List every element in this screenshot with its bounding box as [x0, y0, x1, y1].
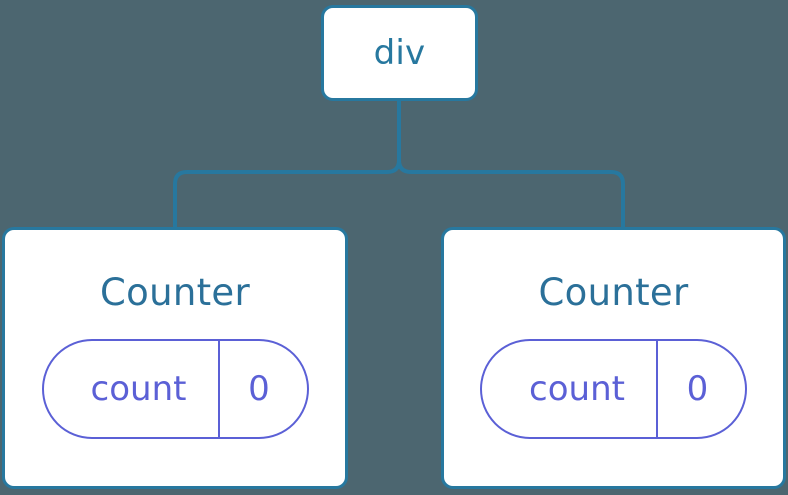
state-value-right: 0 — [656, 341, 745, 437]
state-pill-left[interactable]: count 0 — [41, 339, 309, 439]
connector-root-to-left-child — [173, 101, 401, 229]
node-counter-right[interactable]: Counter count 0 — [441, 227, 786, 489]
state-key-left: count — [90, 369, 187, 409]
node-div[interactable]: div — [321, 5, 478, 101]
state-value-left: 0 — [217, 341, 307, 437]
node-div-label: div — [373, 33, 426, 73]
node-counter-left[interactable]: Counter count 0 — [2, 227, 348, 489]
node-counter-right-label: Counter — [538, 271, 689, 314]
state-key-right: count — [529, 369, 625, 409]
state-pill-right[interactable]: count 0 — [480, 339, 747, 439]
connector-root-to-right-child — [397, 101, 625, 229]
node-counter-left-label: Counter — [100, 271, 250, 314]
